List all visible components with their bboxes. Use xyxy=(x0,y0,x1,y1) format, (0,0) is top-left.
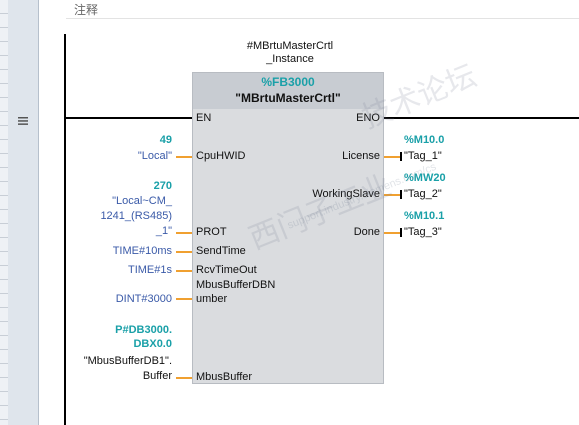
cpuhwid-address[interactable]: 49 xyxy=(159,134,172,146)
rcvtimeout-connector[interactable] xyxy=(176,270,192,272)
license-tick xyxy=(400,152,402,161)
function-block[interactable]: %FB3000 "MBrtuMasterCrtl" xyxy=(192,72,384,384)
mbusdbn-connector[interactable] xyxy=(176,298,192,300)
pin-sendtime: SendTime xyxy=(196,245,246,257)
done-connector[interactable] xyxy=(384,232,400,234)
sendtime-value[interactable]: TIME#10ms xyxy=(112,245,172,257)
mbusbuffer-address-line1[interactable]: P#DB3000. xyxy=(115,324,172,336)
mbusdbn-value[interactable]: DINT#3000 xyxy=(115,293,172,305)
network-gutter xyxy=(0,0,39,425)
cpuhwid-value[interactable]: "Local" xyxy=(137,150,172,162)
workingslave-tag[interactable]: "Tag_2" xyxy=(404,188,442,200)
gutter-strip xyxy=(0,0,8,425)
done-tick xyxy=(400,228,402,237)
pin-mbusbuffer: MbusBuffer xyxy=(196,371,253,383)
rcvtimeout-value[interactable]: TIME#1s xyxy=(127,264,172,276)
sendtime-connector[interactable] xyxy=(176,251,192,253)
network-comment-bar[interactable]: 注释 xyxy=(66,0,579,19)
pin-rcvtimeout: RcvTimeOut xyxy=(196,264,257,276)
pin-mbusdbn-2: umber xyxy=(196,293,228,305)
pin-eno: ENO xyxy=(356,112,380,124)
prot-value-line2[interactable]: 1241_(RS485) xyxy=(100,210,172,222)
done-address[interactable]: %M10.1 xyxy=(404,210,445,222)
workingslave-tick xyxy=(400,190,402,199)
pin-prot: PROT xyxy=(196,226,227,238)
menu-icon[interactable] xyxy=(18,116,28,126)
license-address[interactable]: %M10.0 xyxy=(404,134,445,146)
prot-connector[interactable] xyxy=(176,232,192,234)
pin-workingslave: WorkingSlave xyxy=(312,188,380,200)
block-header: %FB3000 "MBrtuMasterCrtl" xyxy=(193,73,383,109)
prot-value-line1[interactable]: "Local~CM_ xyxy=(112,195,172,207)
cpuhwid-connector[interactable] xyxy=(176,156,192,158)
en-power-line xyxy=(66,117,192,119)
prot-address[interactable]: 270 xyxy=(153,180,172,192)
block-number: %FB3000 xyxy=(261,75,315,89)
pin-mbusdbn-1: MbusBufferDBN xyxy=(196,279,276,291)
pin-done: Done xyxy=(353,226,380,238)
instance-name-line1[interactable]: #MBrtuMasterCrtl xyxy=(246,40,334,52)
workingslave-connector[interactable] xyxy=(384,194,400,196)
mbusbuffer-value-line1[interactable]: "MbusBufferDB1". xyxy=(83,355,172,367)
mbusbuffer-address-line2[interactable]: DBX0.0 xyxy=(133,338,172,350)
done-tag[interactable]: "Tag_3" xyxy=(404,226,442,238)
prot-value-line3[interactable]: _1" xyxy=(155,225,172,237)
mbusbuffer-connector[interactable] xyxy=(176,377,192,379)
license-connector[interactable] xyxy=(384,156,400,158)
pin-cpuhwid: CpuHWID xyxy=(196,150,246,162)
power-rail xyxy=(64,34,66,425)
instance-name-line2[interactable]: _Instance xyxy=(266,53,314,65)
eno-power-line xyxy=(384,117,579,119)
pin-license: License xyxy=(342,150,380,162)
mbusbuffer-value-line2[interactable]: Buffer xyxy=(142,370,172,382)
pin-en: EN xyxy=(196,112,212,124)
block-name[interactable]: "MBrtuMasterCrtl" xyxy=(235,91,341,105)
license-tag[interactable]: "Tag_1" xyxy=(404,150,442,162)
workingslave-address[interactable]: %MW20 xyxy=(404,172,446,184)
comment-label: 注释 xyxy=(74,3,99,17)
